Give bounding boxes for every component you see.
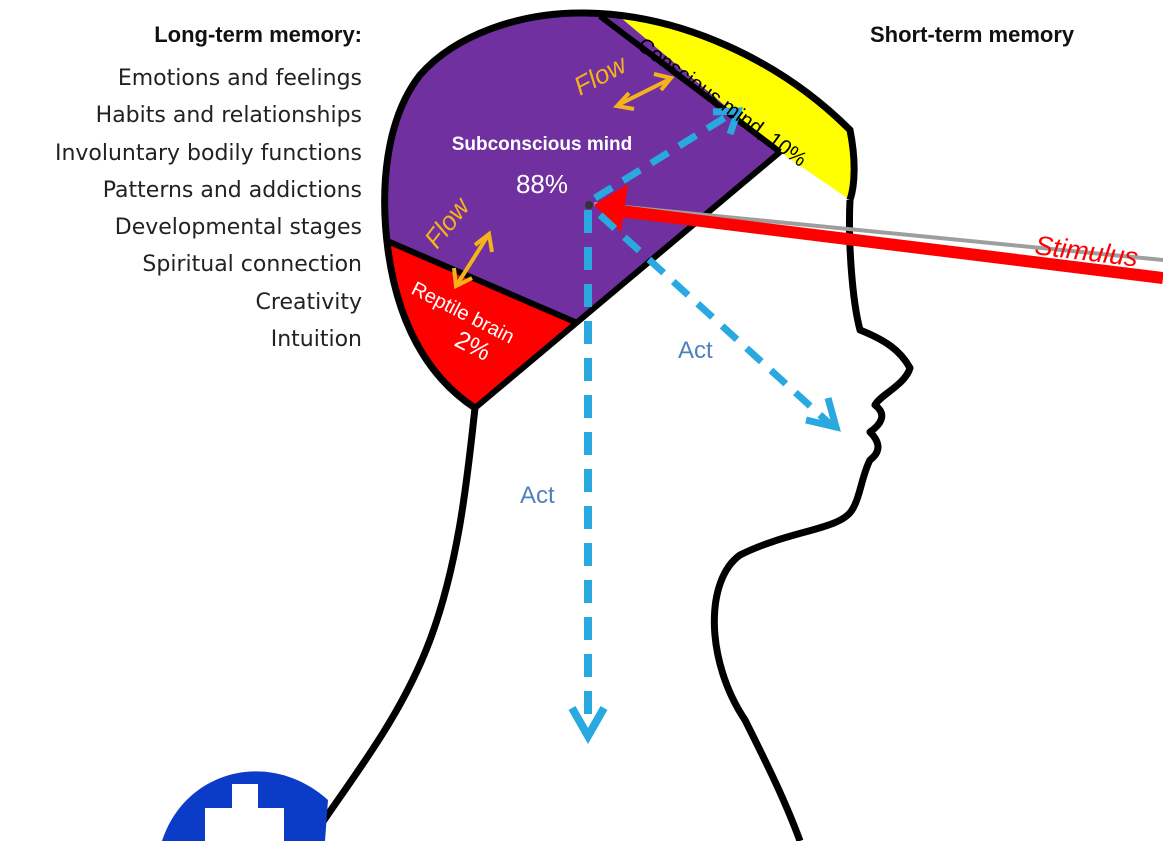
act-label-down: Act bbox=[520, 482, 555, 509]
act-label-mouth: Act bbox=[678, 337, 713, 364]
stimulus-origin-dot bbox=[585, 201, 593, 209]
subconscious-mind-label: Subconscious mind bbox=[452, 134, 633, 155]
act-arrow-mouth bbox=[600, 215, 836, 427]
neck-back-outline bbox=[310, 408, 475, 841]
head-profile-outline bbox=[714, 200, 910, 841]
subconscious-percent: 88% bbox=[516, 169, 568, 199]
